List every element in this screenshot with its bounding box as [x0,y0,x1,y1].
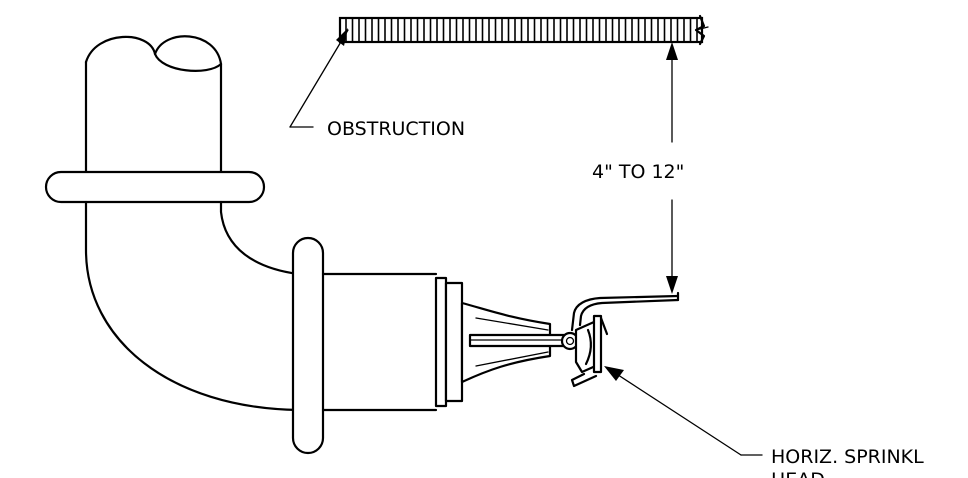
sprinkler-deflector [570,291,680,388]
sprinkler-label-line2: HEAD [771,469,825,478]
coupling [321,272,464,412]
vertical-pipe [84,35,223,174]
sprinkler-label-line1: HORIZ. SPRINKL [771,446,924,468]
sprinkler-body [460,301,580,384]
elbow-fitting [84,200,300,412]
obstruction-label: OBSTRUCTION [327,118,465,140]
dimension-line [666,42,678,294]
elbow-collar [291,236,325,455]
sprinkler-leader [604,366,763,456]
pipe-collar [44,170,266,204]
dimension-label: 4" TO 12" [592,161,684,183]
obstruction [338,14,709,46]
obstruction-leader [289,28,349,128]
